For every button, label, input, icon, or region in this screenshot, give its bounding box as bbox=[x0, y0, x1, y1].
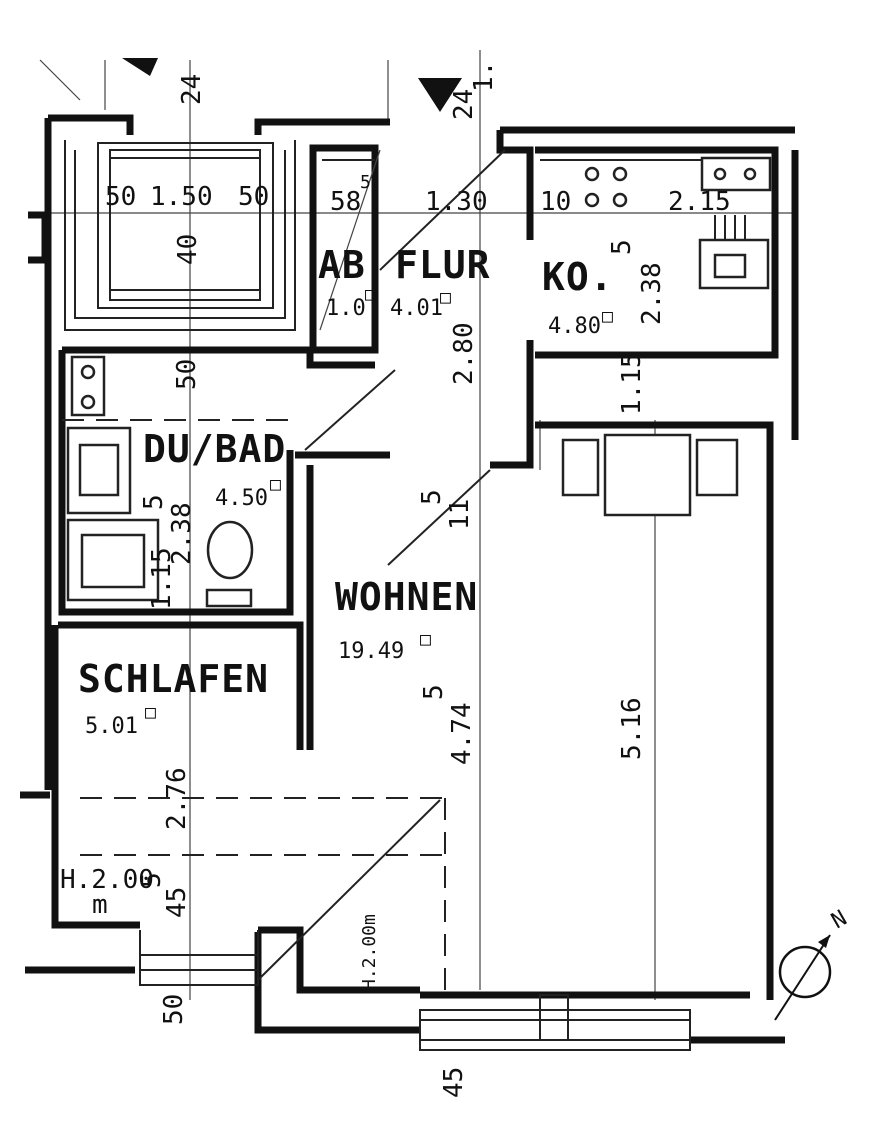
room-name-ab: AB bbox=[318, 243, 366, 287]
compass-label: N bbox=[827, 906, 851, 934]
dim-window-50b: 50 bbox=[238, 182, 269, 212]
stove-icon bbox=[584, 166, 628, 208]
area-unit-schlafen: □ bbox=[145, 702, 156, 723]
area-flur: 4.01 bbox=[390, 296, 443, 321]
kitchen-sink-icon bbox=[698, 156, 772, 290]
dim-schlafen-276: 2.76 bbox=[162, 767, 192, 830]
area-ko: 4.80 bbox=[548, 314, 601, 339]
dim-ko-10: 10 bbox=[540, 187, 571, 217]
section-arrows bbox=[122, 58, 462, 112]
dim-window-50a: 50 bbox=[105, 182, 136, 212]
dim-bottom-50: 50 bbox=[159, 994, 189, 1025]
dim-top-1: 1. bbox=[469, 61, 499, 92]
dim-ko-5: 5 bbox=[607, 239, 637, 255]
dim-bath-5: 5 bbox=[139, 494, 169, 510]
dimension-labels-horizontal: 50 1.50 50 58 5 1.30 10 2.15 H.2.00 m bbox=[60, 172, 731, 920]
door-swings bbox=[257, 149, 506, 981]
dim-wohnen-474: 4.74 bbox=[447, 702, 477, 765]
washbasin-icon bbox=[70, 355, 106, 417]
walls bbox=[20, 114, 799, 1051]
dim-window-150: 1.50 bbox=[150, 182, 213, 212]
toilet-icon bbox=[205, 520, 254, 608]
dim-bath-50: 50 bbox=[172, 359, 202, 390]
dim-ko-115: 1.15 bbox=[617, 352, 647, 415]
dim-flur-280: 2.80 bbox=[449, 322, 479, 385]
note-height-schlafen-b: m bbox=[92, 890, 108, 920]
dim-bottom-45: 45 bbox=[439, 1067, 469, 1098]
area-unit-flur: □ bbox=[440, 287, 451, 308]
dim-ko-238: 2.38 bbox=[637, 262, 667, 325]
dim-ab-5: 5 bbox=[360, 172, 371, 193]
dim-schlafen-45: 45 bbox=[162, 887, 192, 918]
dim-top-24a: 24 bbox=[177, 74, 207, 105]
room-labels: AB FLUR KO. DU/BAD WOHNEN SCHLAFEN bbox=[78, 243, 614, 701]
dim-top-24b: 24 bbox=[449, 89, 479, 120]
note-height-schlafen-a: H.2.00 bbox=[60, 865, 154, 895]
dim-bath-115: 1.15 bbox=[147, 547, 177, 610]
room-name-ko: KO. bbox=[542, 255, 614, 299]
fixtures bbox=[62, 156, 772, 608]
dim-hall-5: 5 bbox=[417, 489, 447, 505]
dim-wohnen-516: 5.16 bbox=[617, 697, 647, 760]
room-name-flur: FLUR bbox=[395, 243, 491, 287]
dim-schlafen-5: 5 bbox=[137, 872, 167, 888]
dim-hall-11: 11 bbox=[445, 499, 475, 530]
dim-ab-58: 58 bbox=[330, 187, 361, 217]
north-compass-icon: N bbox=[774, 906, 851, 1021]
room-areas: 1.0 □ 4.01 □ 4.80 □ 4.50 □ 19.49 □ 5.01 … bbox=[85, 284, 613, 739]
dim-ko-215: 2.15 bbox=[668, 187, 731, 217]
area-wohnen: 19.49 bbox=[338, 639, 404, 664]
area-unit-ko: □ bbox=[602, 306, 613, 327]
dim-flur-130: 1.30 bbox=[425, 187, 488, 217]
area-unit-ab: □ bbox=[365, 284, 376, 305]
note-height-wohnen: H.2.00m bbox=[359, 914, 380, 990]
room-name-dubad: DU/BAD bbox=[143, 427, 286, 471]
dim-bath-238: 2.38 bbox=[167, 502, 197, 565]
section-arrow-left-icon bbox=[122, 58, 158, 76]
grid-lines bbox=[30, 50, 795, 1000]
room-name-wohnen: WOHNEN bbox=[335, 575, 478, 619]
area-dubad: 4.50 bbox=[215, 486, 268, 511]
area-unit-dubad: □ bbox=[270, 474, 281, 495]
dimension-labels-vertical: 24 24 1. 40 5 2.38 2.80 1.15 50 5 2.38 1… bbox=[137, 61, 667, 1098]
area-unit-wohnen: □ bbox=[420, 629, 431, 650]
room-name-schlafen: SCHLAFEN bbox=[78, 657, 269, 701]
area-ab: 1.0 bbox=[326, 296, 366, 321]
area-schlafen: 5.01 bbox=[85, 714, 138, 739]
dim-window-40: 40 bbox=[173, 234, 203, 265]
beam-lines bbox=[80, 797, 446, 990]
dining-table-icon bbox=[561, 433, 739, 517]
bathtub-icon bbox=[66, 426, 160, 602]
dim-wohnen-5: 5 bbox=[419, 684, 449, 700]
section-arrow-right-icon bbox=[418, 78, 462, 112]
